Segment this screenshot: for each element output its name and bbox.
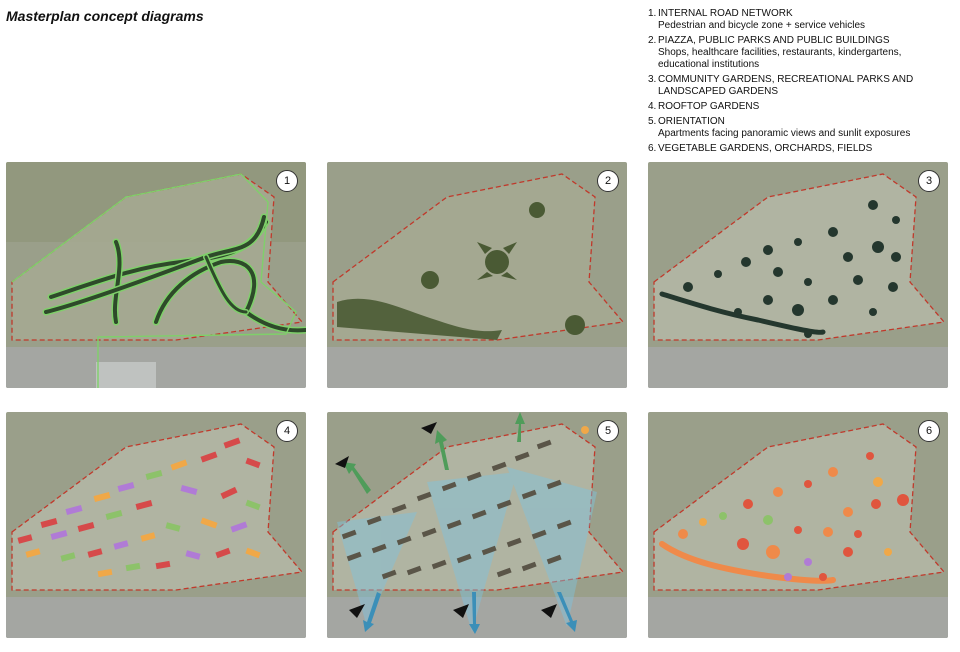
legend-heading: VEGETABLE GARDENS, ORCHARDS, FIELDS [658,143,873,154]
legend-item: 6. VEGETABLE GARDENS, ORCHARDS, FIELDS [648,143,953,155]
diagram-panel-vegetable-gardens: 6 [648,412,948,638]
legend-heading: PIAZZA, PUBLIC PARKS AND PUBLIC BUILDING… [658,35,890,46]
legend-number: 3. [648,74,657,85]
sun-arrowhead-icons [349,604,557,618]
panel-number-badge: 4 [276,420,298,442]
public-buildings [421,202,585,335]
legend-heading: ROOFTOP GARDENS [658,101,760,112]
garden-plots [678,452,909,581]
legend-number: 1. [648,8,657,19]
aerial-map [648,412,948,638]
rooftop-gardens [17,437,261,578]
site-boundary [653,423,946,591]
view-arrows [343,412,525,494]
aerial-map [6,412,306,638]
legend-number: 4. [648,101,657,112]
site-area [333,424,623,590]
view-arrowhead-icons [335,422,437,468]
diagram-panel-orientation: 5 [327,412,627,638]
sun-icon [581,426,589,434]
site-boundary [332,173,625,341]
legend-detail: Apartments facing panoramic views and su… [658,128,911,139]
site-area [333,174,623,340]
field-strip [659,541,836,584]
site-area [12,424,302,590]
panel-number-badge: 1 [276,170,298,192]
legend-detail: Pedestrian and bicycle zone + service ve… [658,20,866,31]
aerial-map [6,162,306,388]
panel-number-badge: 3 [918,170,940,192]
legend-heading: INTERNAL ROAD NETWORK [658,8,793,19]
diagram-panel-rooftop-gardens: 4 [6,412,306,638]
apartment-blocks [341,439,572,580]
panel-number-badge: 6 [918,420,940,442]
panel-number-badge: 2 [597,170,619,192]
site-area [654,424,944,590]
linear-garden [659,291,826,335]
aerial-map [327,162,627,388]
panel-number-badge: 5 [597,420,619,442]
legend-item: 3. COMMUNITY GARDENS, RECREATIONAL PARKS… [648,74,953,98]
linear-park [337,298,502,340]
legend-heading: COMMUNITY GARDENS, RECREATIONAL PARKS AN… [658,74,914,97]
site-boundary [11,423,304,591]
legend-item: 2. PIAZZA, PUBLIC PARKS AND PUBLIC BUILD… [648,35,953,71]
site-boundary [332,423,625,591]
diagram-panel-community-gardens: 3 [648,162,948,388]
legend-heading: ORIENTATION [658,116,725,127]
site-boundary [11,173,304,341]
aerial-map [648,162,948,388]
garden-plots [683,200,901,338]
page-title: Masterplan concept diagrams [6,8,204,24]
site-area [654,174,944,340]
site-outline-green [11,173,297,388]
site-boundary [653,173,946,341]
road-network [42,213,306,334]
legend-number: 2. [648,35,657,46]
legend-number: 6. [648,143,657,154]
aerial-map [327,412,627,638]
sun-arrows [363,592,577,634]
legend-item: 4. ROOFTOP GARDENS [648,101,953,113]
legend-number: 5. [648,116,657,127]
diagram-panel-road-network: 1 [6,162,306,388]
diagram-panel-public-parks: 2 [327,162,627,388]
legend-detail: Shops, healthcare facilities, restaurant… [658,47,902,70]
